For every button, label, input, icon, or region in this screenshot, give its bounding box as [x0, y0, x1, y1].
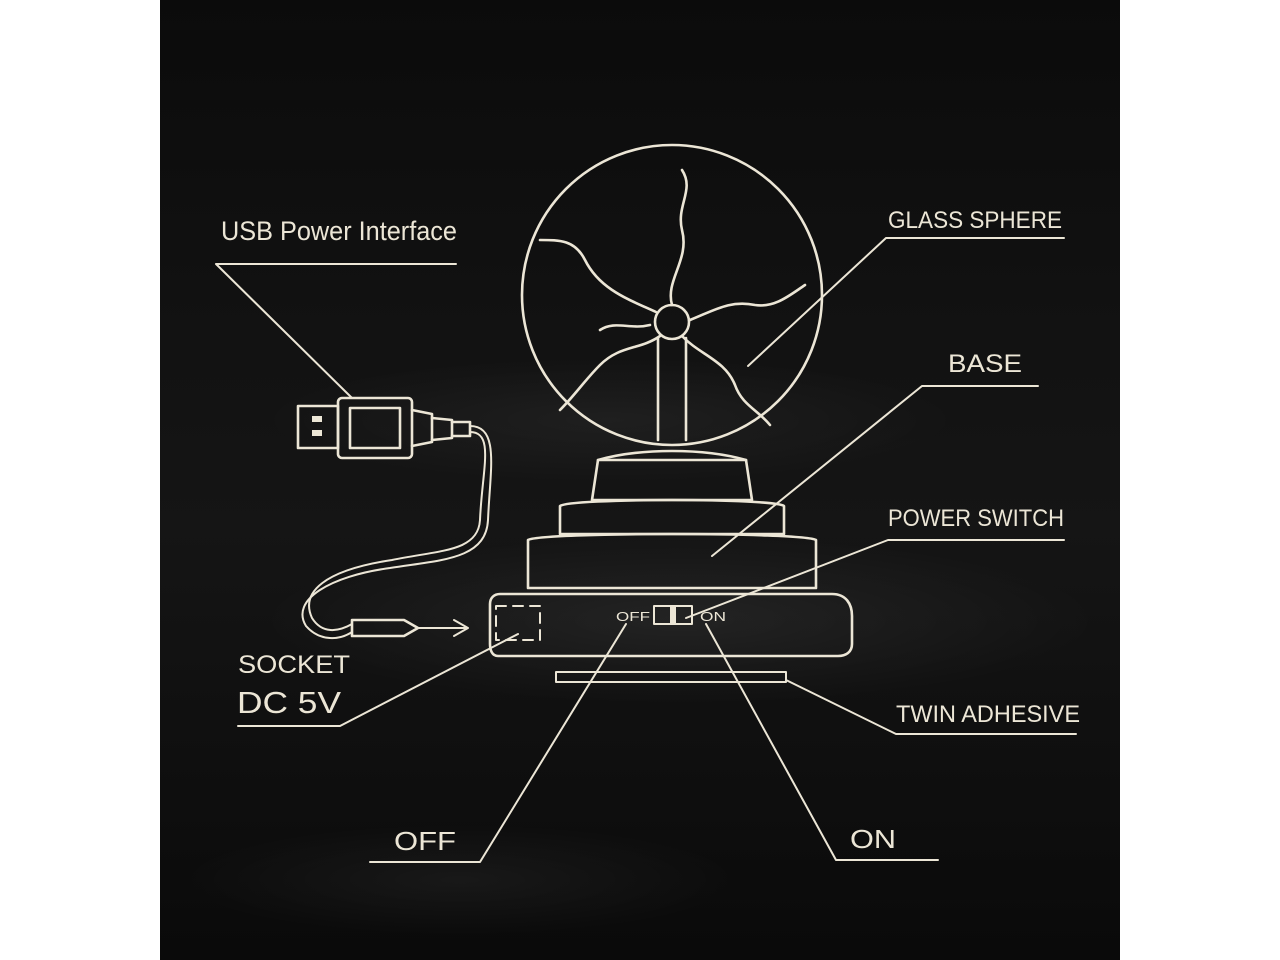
power-switch-label: POWER SWITCH — [888, 505, 1064, 532]
on-label: ON — [850, 824, 896, 854]
dc-5v-label: DC 5V — [237, 685, 341, 720]
socket-label: SOCKET — [238, 651, 350, 679]
glass-sphere-leader — [747, 237, 1065, 367]
usb-leader — [215, 263, 457, 399]
socket-leader — [237, 633, 519, 727]
power-switch-leader — [685, 539, 1065, 619]
glass-sphere — [520, 143, 824, 447]
off-label: OFF — [394, 826, 456, 856]
switch-on-label: ON — [700, 609, 726, 624]
lamp-base — [488, 449, 854, 658]
leader-lines — [215, 237, 1077, 863]
base-label: BASE — [948, 350, 1022, 378]
off-leader — [369, 623, 627, 863]
twin-adhesive-label: TWIN ADHESIVE — [896, 701, 1080, 728]
twin-adhesive-leader — [785, 679, 1077, 735]
usb-cable — [296, 396, 493, 639]
on-leader — [705, 623, 939, 861]
usb-power-interface-label: USB Power Interface — [221, 216, 457, 246]
twin-adhesive-pad — [555, 671, 787, 683]
glass-sphere-label: GLASS SPHERE — [888, 207, 1062, 234]
switch-off-label: OFF — [616, 609, 650, 624]
diagram-panel — [160, 0, 1120, 960]
base-leader — [711, 385, 1039, 557]
